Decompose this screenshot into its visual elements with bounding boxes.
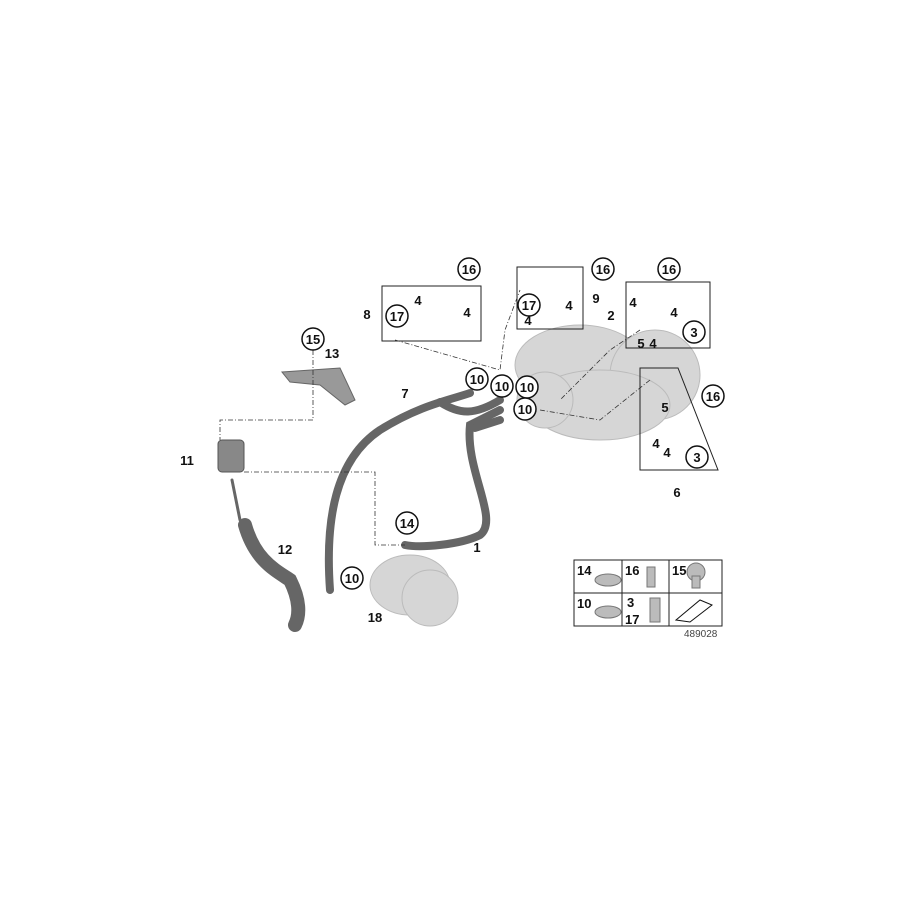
callout-4: 4 [414, 293, 422, 308]
callout-17: 17 [390, 309, 404, 324]
callout-6: 6 [673, 485, 680, 500]
legend-label-10: 10 [577, 596, 591, 611]
callout-4: 4 [670, 305, 678, 320]
callout-circle [657, 257, 681, 281]
legend-label-16: 16 [625, 563, 639, 578]
callout-4: 4 [463, 305, 471, 320]
callout-4: 4 [663, 445, 671, 460]
callout-circle [457, 257, 481, 281]
valve-illustration [217, 439, 245, 473]
hoses [230, 389, 504, 632]
callout-circle [591, 257, 615, 281]
callout-13: 13 [325, 346, 339, 361]
leader-lines [219, 289, 651, 546]
callout-16: 16 [706, 389, 720, 404]
callout-10: 10 [345, 571, 359, 586]
callout-circle [340, 566, 364, 590]
callout-10: 10 [470, 372, 484, 387]
turbocharger-illustration [514, 324, 701, 441]
callout-3: 3 [690, 325, 697, 340]
callout-10: 10 [518, 402, 532, 417]
callout-circle [682, 320, 706, 344]
legend-label-15: 15 [672, 563, 686, 578]
callout-3: 3 [693, 450, 700, 465]
callout-17: 17 [522, 298, 536, 313]
callout-circle [395, 511, 419, 535]
callout-circle [301, 327, 325, 351]
callout-5: 5 [661, 400, 668, 415]
callout-15: 15 [306, 332, 320, 347]
callout-16: 16 [662, 262, 676, 277]
legend-labels: 14 16 15 10 3 17 [577, 563, 686, 627]
callout-4: 4 [649, 336, 657, 351]
callout-circle [465, 367, 489, 391]
callout-4: 4 [565, 298, 573, 313]
callout-11: 11 [180, 453, 194, 468]
callout-14: 14 [400, 516, 415, 531]
callout-4: 4 [629, 295, 637, 310]
callout-circle [685, 445, 709, 469]
callout-10: 10 [520, 380, 534, 395]
legend-label-17: 17 [625, 612, 639, 627]
bracket-illustration [281, 367, 356, 406]
callout-7: 7 [401, 386, 408, 401]
callout-circle [513, 397, 537, 421]
legend-parts [594, 562, 713, 623]
legend-label-14: 14 [577, 563, 592, 578]
callout-12: 12 [278, 542, 292, 557]
callout-16: 16 [596, 262, 610, 277]
callout-circle [517, 293, 541, 317]
callout-4: 4 [524, 313, 532, 328]
callout-10: 10 [495, 379, 509, 394]
callout-9: 9 [592, 291, 599, 306]
callout-5: 5 [637, 336, 644, 351]
callout-4: 4 [652, 436, 660, 451]
callout-2: 2 [607, 308, 614, 323]
callout-8: 8 [363, 307, 370, 322]
diagram-number: 489028 [684, 629, 718, 640]
callout-circle [490, 374, 514, 398]
pump-illustration [369, 554, 459, 627]
legend-label-3: 3 [627, 595, 634, 610]
callout-1: 1 [473, 540, 480, 555]
callout-circle [385, 304, 409, 328]
callout-circle [701, 384, 725, 408]
callout-18: 18 [368, 610, 382, 625]
callout-16: 16 [462, 262, 476, 277]
